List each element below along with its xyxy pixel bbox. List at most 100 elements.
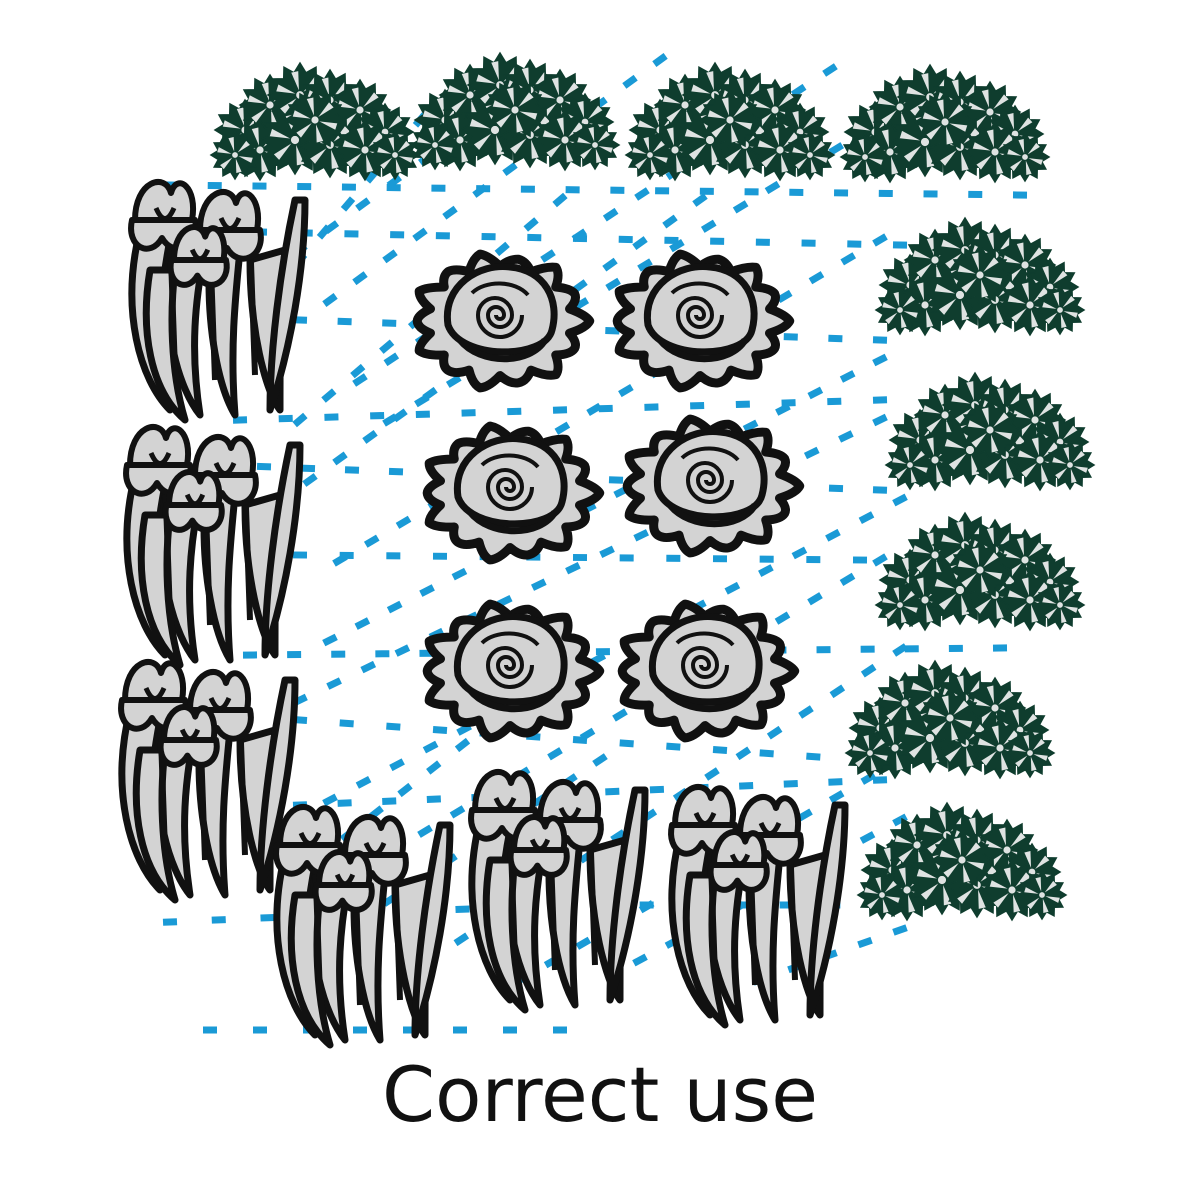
irrigation-dash xyxy=(807,386,824,400)
irrigation-dash xyxy=(666,554,681,562)
irrigation-dash xyxy=(807,592,823,606)
irrigation-dash xyxy=(633,529,650,542)
rose-icon xyxy=(412,249,595,393)
irrigation-dash xyxy=(287,651,302,659)
irrigation-dash xyxy=(619,554,634,562)
irrigation-dash xyxy=(344,230,359,238)
irrigation-dash xyxy=(828,790,845,804)
irrigation-dash xyxy=(892,643,908,657)
irrigation-dash xyxy=(735,746,752,761)
irrigation-dash xyxy=(872,776,888,784)
irrigation-dash xyxy=(638,900,655,914)
irrigation-dash xyxy=(783,333,798,341)
irrigation-dash xyxy=(449,805,466,819)
irrigation-dash xyxy=(455,905,470,914)
irrigation-dash xyxy=(892,241,908,249)
irrigation-dash xyxy=(759,555,774,563)
plant-layer xyxy=(118,51,1096,1049)
irrigation-dash xyxy=(904,645,919,653)
irrigation-dash xyxy=(355,775,372,789)
iris-icon xyxy=(123,424,304,669)
irrigation-dash xyxy=(370,411,385,420)
irrigation-dash xyxy=(735,400,750,409)
irrigation-dash xyxy=(692,193,708,207)
irrigation-dash xyxy=(699,187,714,195)
irrigation-dash xyxy=(828,484,844,493)
irrigation-dash xyxy=(352,373,368,387)
irrigation-dash xyxy=(852,556,868,564)
irrigation-dash xyxy=(759,749,774,758)
irrigation-dash xyxy=(742,419,759,433)
irrigation-dash xyxy=(252,182,267,190)
irrigation-dash xyxy=(382,797,397,805)
irrigation-dash xyxy=(704,767,720,781)
irrigation-dash xyxy=(948,644,963,652)
irrigation-dash xyxy=(872,396,888,404)
irrigation-dash xyxy=(652,53,668,67)
irrigation-dash xyxy=(586,402,602,416)
irrigation-dash xyxy=(432,552,448,560)
irrigation-dash xyxy=(592,753,608,767)
irrigation-dash xyxy=(565,186,580,194)
irrigation-dash xyxy=(634,187,650,201)
irrigation-dash xyxy=(386,600,403,614)
irrigation-dash xyxy=(618,384,634,398)
irrigation-dash xyxy=(382,249,398,264)
irrigation-dash xyxy=(540,249,556,263)
irrigation-dash xyxy=(595,648,610,656)
shrub-icon xyxy=(884,371,1096,492)
irrigation-dash xyxy=(775,403,791,416)
irrigation-dash xyxy=(829,684,846,699)
irrigation-dash xyxy=(622,74,638,89)
irrigation-dash xyxy=(431,184,446,192)
irrigation-dash xyxy=(783,780,798,788)
irrigation-dash xyxy=(571,228,588,243)
irrigation-dash xyxy=(690,401,705,410)
irrigation-dash xyxy=(426,760,442,775)
irrigation-dash xyxy=(350,363,366,379)
irrigation-dash xyxy=(322,633,338,647)
irrigation-dash xyxy=(860,645,875,653)
irrigation-dash xyxy=(523,217,539,232)
irrigation-dash xyxy=(360,660,377,674)
irrigation-dash xyxy=(605,327,620,335)
irrigation-dash xyxy=(758,564,774,577)
irrigation-dash xyxy=(337,317,352,326)
irrigation-dash xyxy=(442,205,458,220)
irrigation-dash xyxy=(827,397,842,406)
irrigation-dash xyxy=(712,555,728,563)
irrigation-dash xyxy=(565,562,581,575)
rose-icon xyxy=(422,599,605,743)
irrigation-dash xyxy=(472,183,488,198)
irrigation-dash xyxy=(554,421,571,435)
irrigation-dash xyxy=(838,430,854,443)
irrigation-dash xyxy=(764,180,781,195)
irrigation-dash xyxy=(344,466,360,474)
irrigation-dash xyxy=(552,406,568,414)
iris-icon xyxy=(118,659,299,904)
irrigation-dash xyxy=(872,336,888,344)
irrigation-dash xyxy=(992,644,1008,652)
irrigation-dash xyxy=(321,388,337,403)
irrigation-dash xyxy=(390,231,405,239)
irrigation-dash xyxy=(503,1026,517,1034)
irrigation-dash xyxy=(386,722,401,731)
irrigation-dash xyxy=(481,233,496,241)
irrigation-dash xyxy=(839,370,856,383)
irrigation-dash xyxy=(415,410,430,419)
irrigation-dash xyxy=(598,404,613,413)
iris-icon xyxy=(128,179,309,424)
irrigation-dash xyxy=(923,190,938,198)
irrigation-dash xyxy=(389,758,405,772)
irrigation-dash xyxy=(892,813,908,827)
irrigation-dash xyxy=(395,515,412,529)
irrigation-dash xyxy=(530,578,547,591)
irrigation-dash xyxy=(363,534,380,548)
irrigation-dash xyxy=(828,334,843,343)
irrigation-dash xyxy=(859,831,876,844)
irrigation-dash xyxy=(710,237,725,245)
irrigation-dash xyxy=(461,409,476,417)
irrigation-dash xyxy=(892,493,908,507)
irrigation-dash xyxy=(422,740,439,754)
iris-icon xyxy=(468,769,649,1014)
